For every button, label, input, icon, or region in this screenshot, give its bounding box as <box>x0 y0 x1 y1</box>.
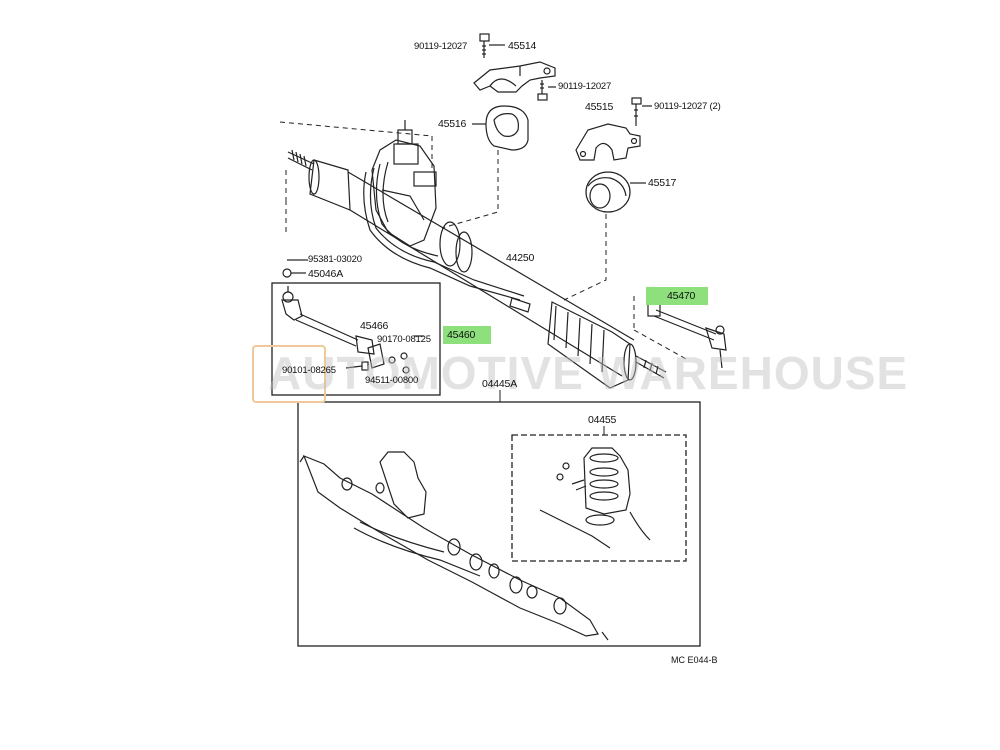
label-04445A: 04445A <box>482 378 518 390</box>
label-95381-03020: 95381-03020 <box>308 254 362 265</box>
label-90170-08125: 90170-08125 <box>377 334 431 345</box>
label-45460: 45460 <box>447 329 476 341</box>
label-94511-00800: 94511-00800 <box>365 375 419 386</box>
label-04455: 04455 <box>588 414 617 426</box>
bracket-45515-drawing <box>575 123 641 161</box>
gasket-kit-box <box>297 401 701 647</box>
highlight-45470 <box>646 287 708 305</box>
label-90119-12027-2: 90119-12027 (2) <box>654 101 721 112</box>
label-90119-12027-mid: 90119-12027 <box>558 81 612 92</box>
tie-rod-left-box <box>271 282 441 396</box>
bolt-top-drawing <box>479 33 505 58</box>
tie-rod-left-drawing <box>281 259 424 374</box>
dashed-leaders-upper <box>279 121 607 301</box>
label-45046A: 45046A <box>308 268 344 280</box>
label-45517: 45517 <box>648 177 677 189</box>
watermark-text: AUTOMOTIVE WAREHOUSE <box>268 347 909 399</box>
label-44250: 44250 <box>506 252 535 264</box>
rack-housing-44250-drawing <box>287 120 667 389</box>
bolt-mid-drawing <box>537 80 556 101</box>
label-90101-08265: 90101-08265 <box>282 365 336 376</box>
highlight-45460 <box>443 326 491 344</box>
bushing-45516-drawing <box>472 105 529 151</box>
bolt-right-drawing <box>631 97 652 126</box>
watermark-badge-box <box>252 345 326 403</box>
boot-kit-drawing <box>539 447 651 549</box>
tie-rod-right-drawing <box>647 301 727 369</box>
bushing-45517-drawing <box>585 171 646 213</box>
gasket-kit-rack-drawing <box>299 451 609 641</box>
label-45470: 45470 <box>667 290 696 302</box>
label-45514: 45514 <box>508 40 537 52</box>
label-45466: 45466 <box>360 320 389 332</box>
boot-kit-box <box>511 434 687 562</box>
label-45516: 45516 <box>438 118 467 130</box>
label-90119-12027-top: 90119-12027 <box>414 41 468 52</box>
bracket-45514-drawing <box>473 61 556 93</box>
watermark: AUTOMOTIVE WAREHOUSE <box>252 345 907 403</box>
dashed-leaders-right <box>633 296 689 361</box>
label-45515: 45515 <box>585 101 614 113</box>
diagram-code: MC E044-B <box>671 655 718 665</box>
